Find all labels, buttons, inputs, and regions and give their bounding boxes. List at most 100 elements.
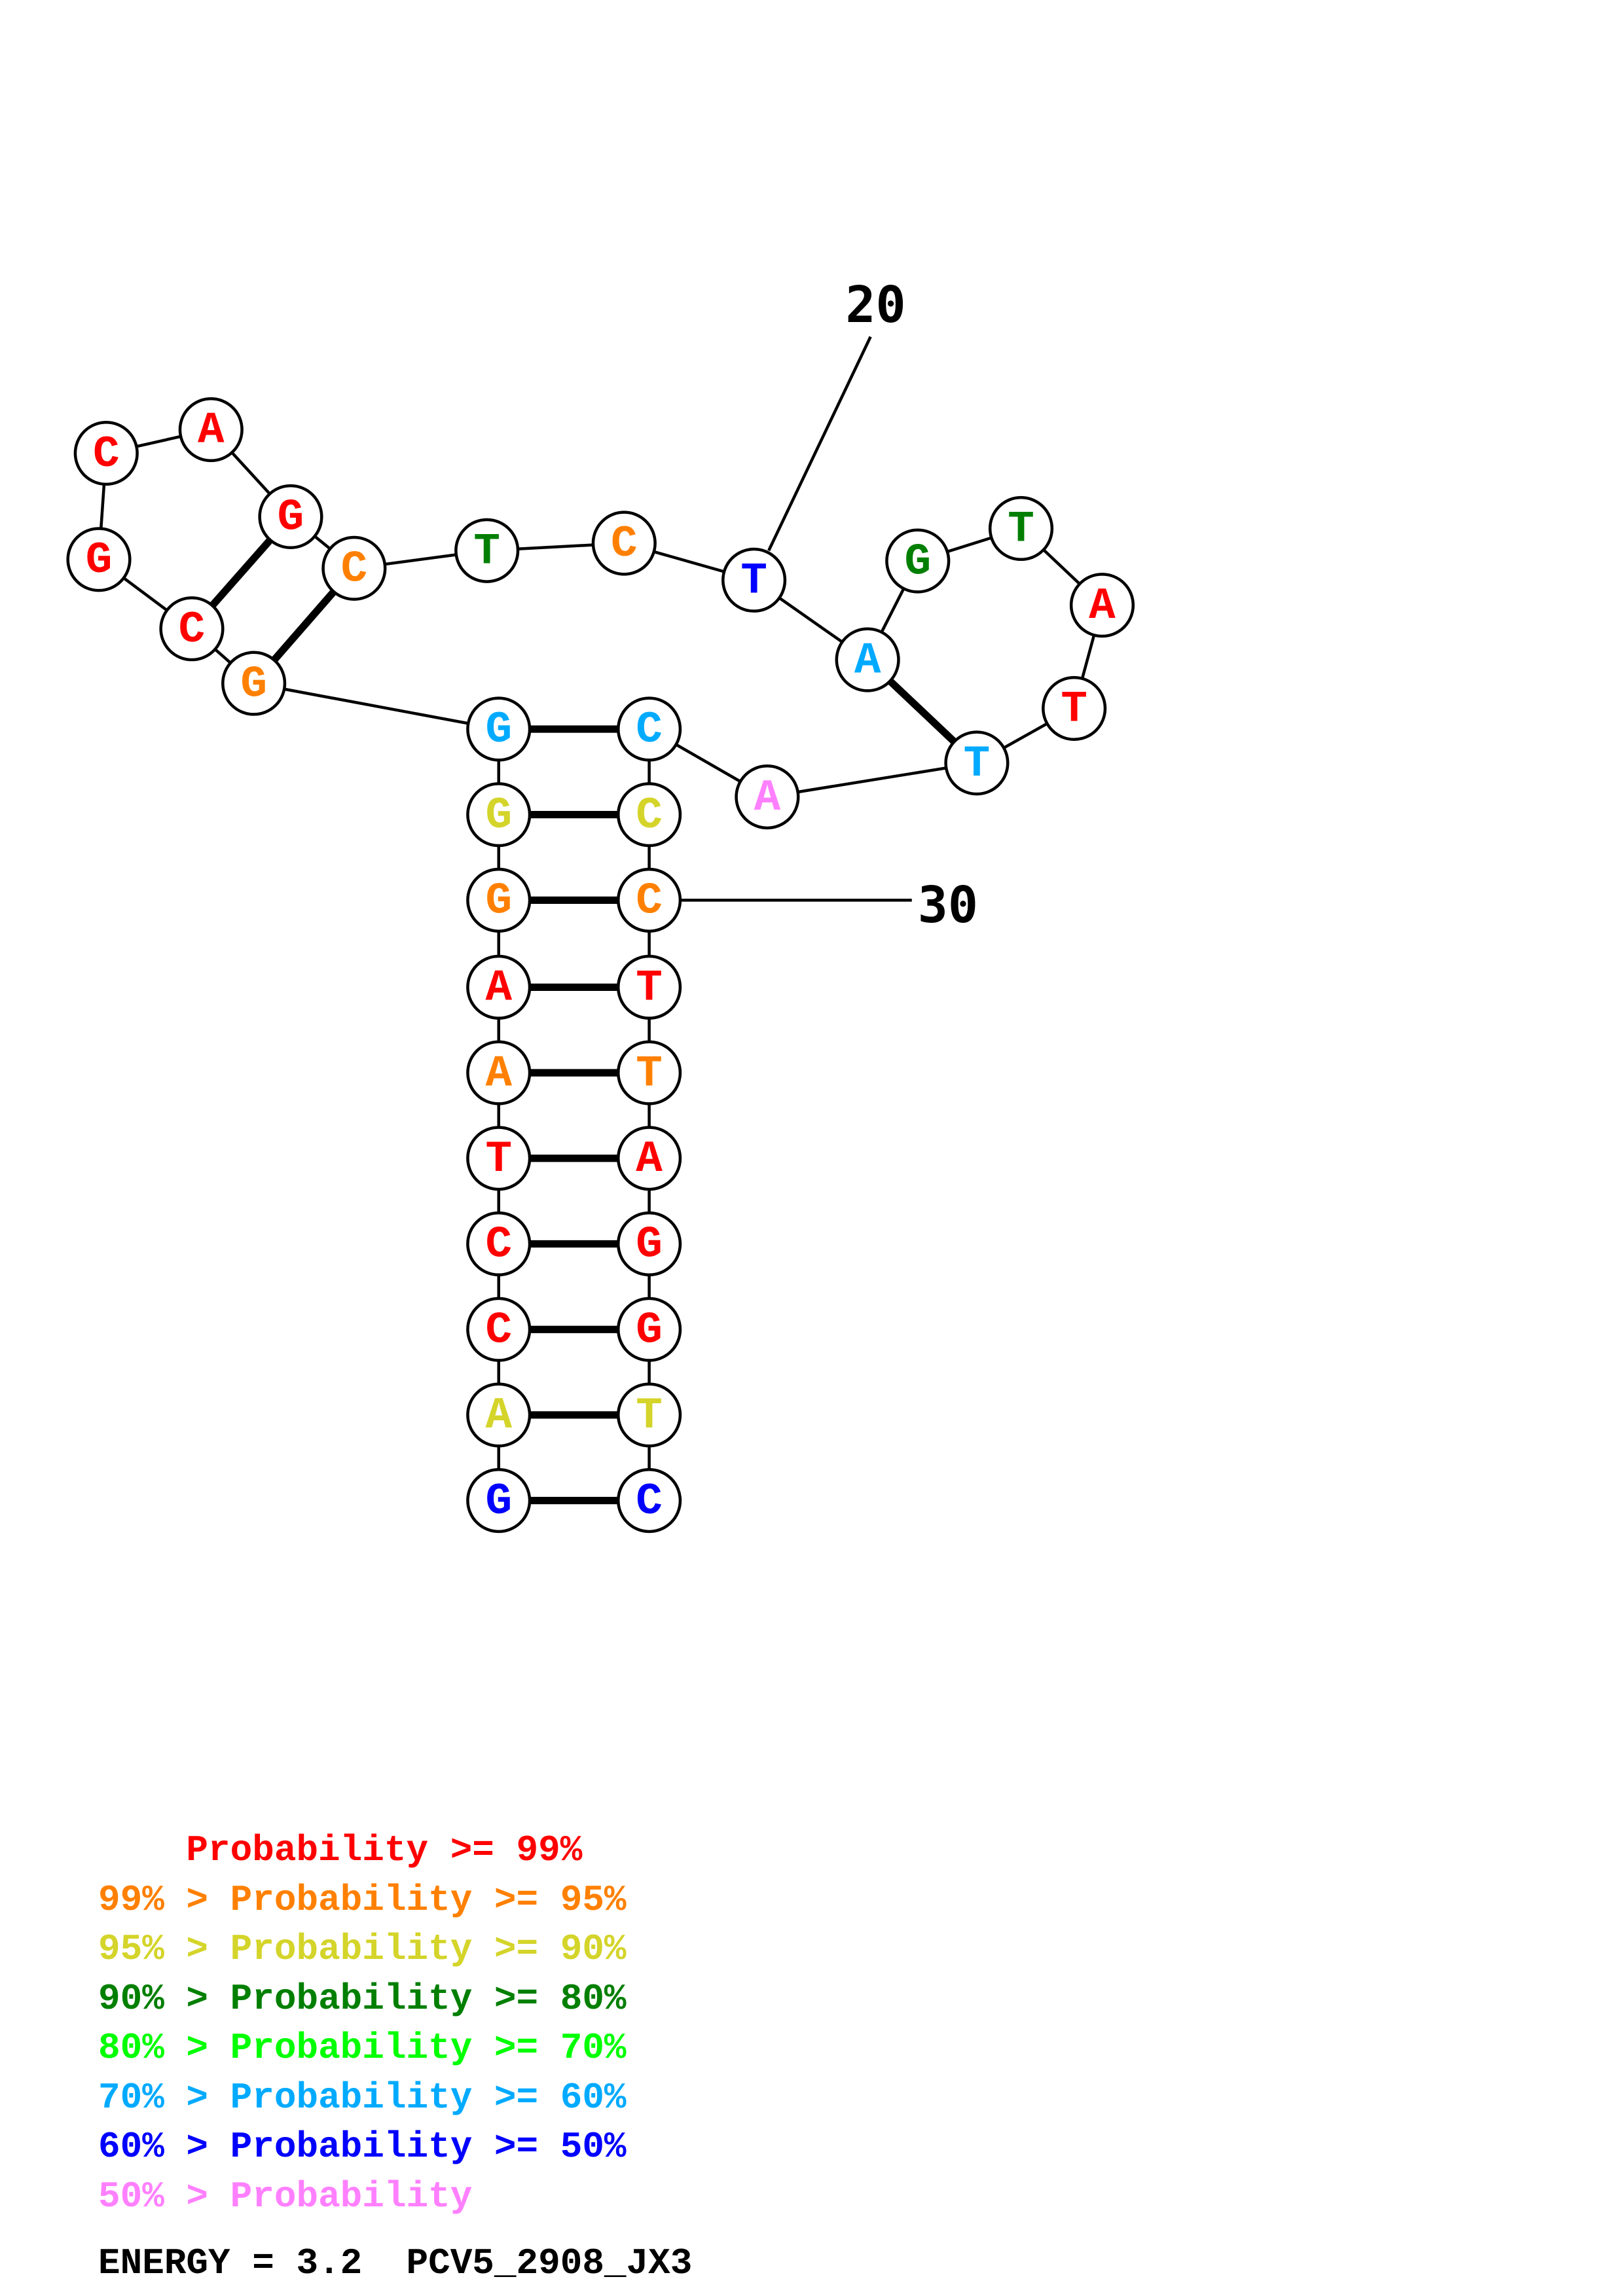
nucleotide-22: G bbox=[885, 528, 951, 594]
nucleotide-circle bbox=[617, 1468, 682, 1534]
nucleotide-circle bbox=[591, 511, 657, 576]
legend-row-plow: 50% > Probability bbox=[98, 2172, 627, 2222]
nucleotide-6: A bbox=[466, 1040, 532, 1105]
label-20-leader bbox=[767, 336, 872, 552]
nucleotide-32: T bbox=[617, 1040, 682, 1105]
nucleotide-11: G bbox=[221, 651, 287, 716]
nucleotide-circle bbox=[1042, 675, 1107, 741]
nucleotide-circle bbox=[617, 1126, 682, 1191]
position-label-30: 30 bbox=[918, 876, 978, 935]
nucleotide-base: C bbox=[179, 605, 206, 655]
nucleotide-base: T bbox=[485, 1135, 512, 1185]
nucleotide-base: T bbox=[636, 964, 663, 1014]
nucleotide-base: G bbox=[904, 537, 931, 587]
nucleotide-base: G bbox=[485, 1477, 512, 1527]
nucleotide-circle bbox=[178, 397, 244, 463]
nucleotide-base: C bbox=[611, 520, 638, 569]
nucleotide-4: C bbox=[466, 1211, 532, 1277]
nucleotide-28: C bbox=[617, 696, 682, 762]
legend-row-p95: 99% > Probability >= 95% bbox=[98, 1876, 627, 1926]
legend-range: 90% > bbox=[98, 1977, 230, 2020]
position-labels: 20 30 bbox=[845, 276, 978, 935]
nucleotide-36: T bbox=[617, 1382, 682, 1448]
nucleotide-base: A bbox=[485, 1391, 512, 1441]
nucleotide-base: C bbox=[636, 791, 663, 841]
nucleotide-base: G bbox=[240, 660, 267, 709]
legend-range: 60% > bbox=[98, 2126, 230, 2168]
legend-range: 95% > bbox=[98, 1928, 230, 1970]
nucleotide-33: A bbox=[617, 1126, 682, 1191]
nucleotide-18: T bbox=[454, 518, 520, 583]
nucleotide-circle bbox=[944, 730, 1010, 796]
nucleotide-10: G bbox=[466, 696, 532, 762]
nucleotide-base: A bbox=[854, 636, 881, 686]
legend-range: 70% > bbox=[98, 2076, 230, 2119]
nucleotide-circle bbox=[466, 696, 532, 762]
nucleotide-circle bbox=[835, 627, 900, 692]
legend-row-p60: 70% > Probability >= 60% bbox=[98, 2073, 627, 2123]
backbone-link bbox=[253, 681, 500, 731]
legend-text: Probability >= 80% bbox=[230, 1977, 627, 2020]
nucleotide-base: T bbox=[964, 740, 991, 789]
nucleotide-base: C bbox=[93, 430, 120, 480]
nucleotide-26: T bbox=[944, 730, 1010, 796]
nucleotide-base: T bbox=[1061, 685, 1087, 735]
legend-text: Probability >= 95% bbox=[230, 1878, 627, 1921]
nucleotide-circle bbox=[321, 535, 387, 601]
nucleotide-base: T bbox=[1008, 505, 1034, 555]
nucleotide-12: C bbox=[159, 596, 225, 662]
legend-text: Probability >= 90% bbox=[230, 1928, 627, 1970]
nucleotide-base: C bbox=[485, 1221, 512, 1270]
nucleotide-5: T bbox=[466, 1126, 532, 1191]
nucleotide-circle bbox=[735, 764, 800, 830]
nucleotide-circle bbox=[466, 1040, 532, 1105]
legend-text: Probability >= 99% bbox=[186, 1829, 583, 1871]
legend-text: Probability >= 60% bbox=[230, 2076, 627, 2119]
position-label-lines bbox=[680, 336, 912, 902]
probability-legend: Probability >= 99% 99% > Probability >= … bbox=[98, 1826, 627, 2221]
nucleotide-base: A bbox=[636, 1135, 663, 1185]
legend-row-p90: 95% > Probability >= 90% bbox=[98, 1925, 627, 1975]
nucleotide-20: T bbox=[721, 547, 787, 613]
nucleotide-circle bbox=[617, 696, 682, 762]
nucleotide-21: A bbox=[835, 627, 900, 692]
nucleotide-circle bbox=[466, 1211, 532, 1277]
nucleotide-8: G bbox=[466, 867, 532, 933]
legend-range bbox=[98, 1829, 186, 1871]
nucleotide-base: G bbox=[485, 791, 512, 841]
nucleotide-29: C bbox=[617, 782, 682, 848]
nucleotide-circle bbox=[466, 954, 532, 1020]
nucleotide-base: G bbox=[86, 536, 113, 586]
nucleotide-14: C bbox=[73, 420, 139, 486]
nucleotide-base: T bbox=[636, 1049, 663, 1099]
nucleotide-16: G bbox=[258, 484, 323, 550]
nucleotide-circle bbox=[466, 867, 532, 933]
nucleotide-circle bbox=[617, 1211, 682, 1277]
nucleotide-base: C bbox=[636, 706, 663, 755]
nucleotide-base: T bbox=[473, 528, 500, 577]
nucleotide-circle bbox=[73, 420, 139, 486]
nucleotide-3: C bbox=[466, 1297, 532, 1362]
nucleotide-25: T bbox=[1042, 675, 1107, 741]
nucleotide-base: C bbox=[636, 1477, 663, 1527]
nucleotide-base: T bbox=[740, 557, 767, 607]
position-label-20: 20 bbox=[845, 276, 905, 334]
nucleotide-base: A bbox=[198, 406, 225, 456]
nucleotide-base: C bbox=[636, 877, 663, 927]
nucleotide-base: T bbox=[636, 1391, 663, 1441]
nucleotide-base: A bbox=[485, 1049, 512, 1099]
nucleotide-9: G bbox=[466, 782, 532, 848]
backbone-layer bbox=[97, 428, 1104, 1501]
nucleotide-base: G bbox=[636, 1221, 663, 1270]
legend-text: Probability bbox=[230, 2175, 473, 2217]
nucleotide-7: A bbox=[466, 954, 532, 1020]
nucleotide-circle bbox=[159, 596, 225, 662]
nucleotide-24: A bbox=[1069, 573, 1135, 638]
nucleotide-base: A bbox=[1089, 582, 1116, 632]
nucleotide-base: A bbox=[485, 964, 512, 1014]
nucleotide-circle bbox=[617, 1297, 682, 1362]
nucleotide-37: C bbox=[617, 1468, 682, 1534]
nucleotide-circle bbox=[617, 782, 682, 848]
